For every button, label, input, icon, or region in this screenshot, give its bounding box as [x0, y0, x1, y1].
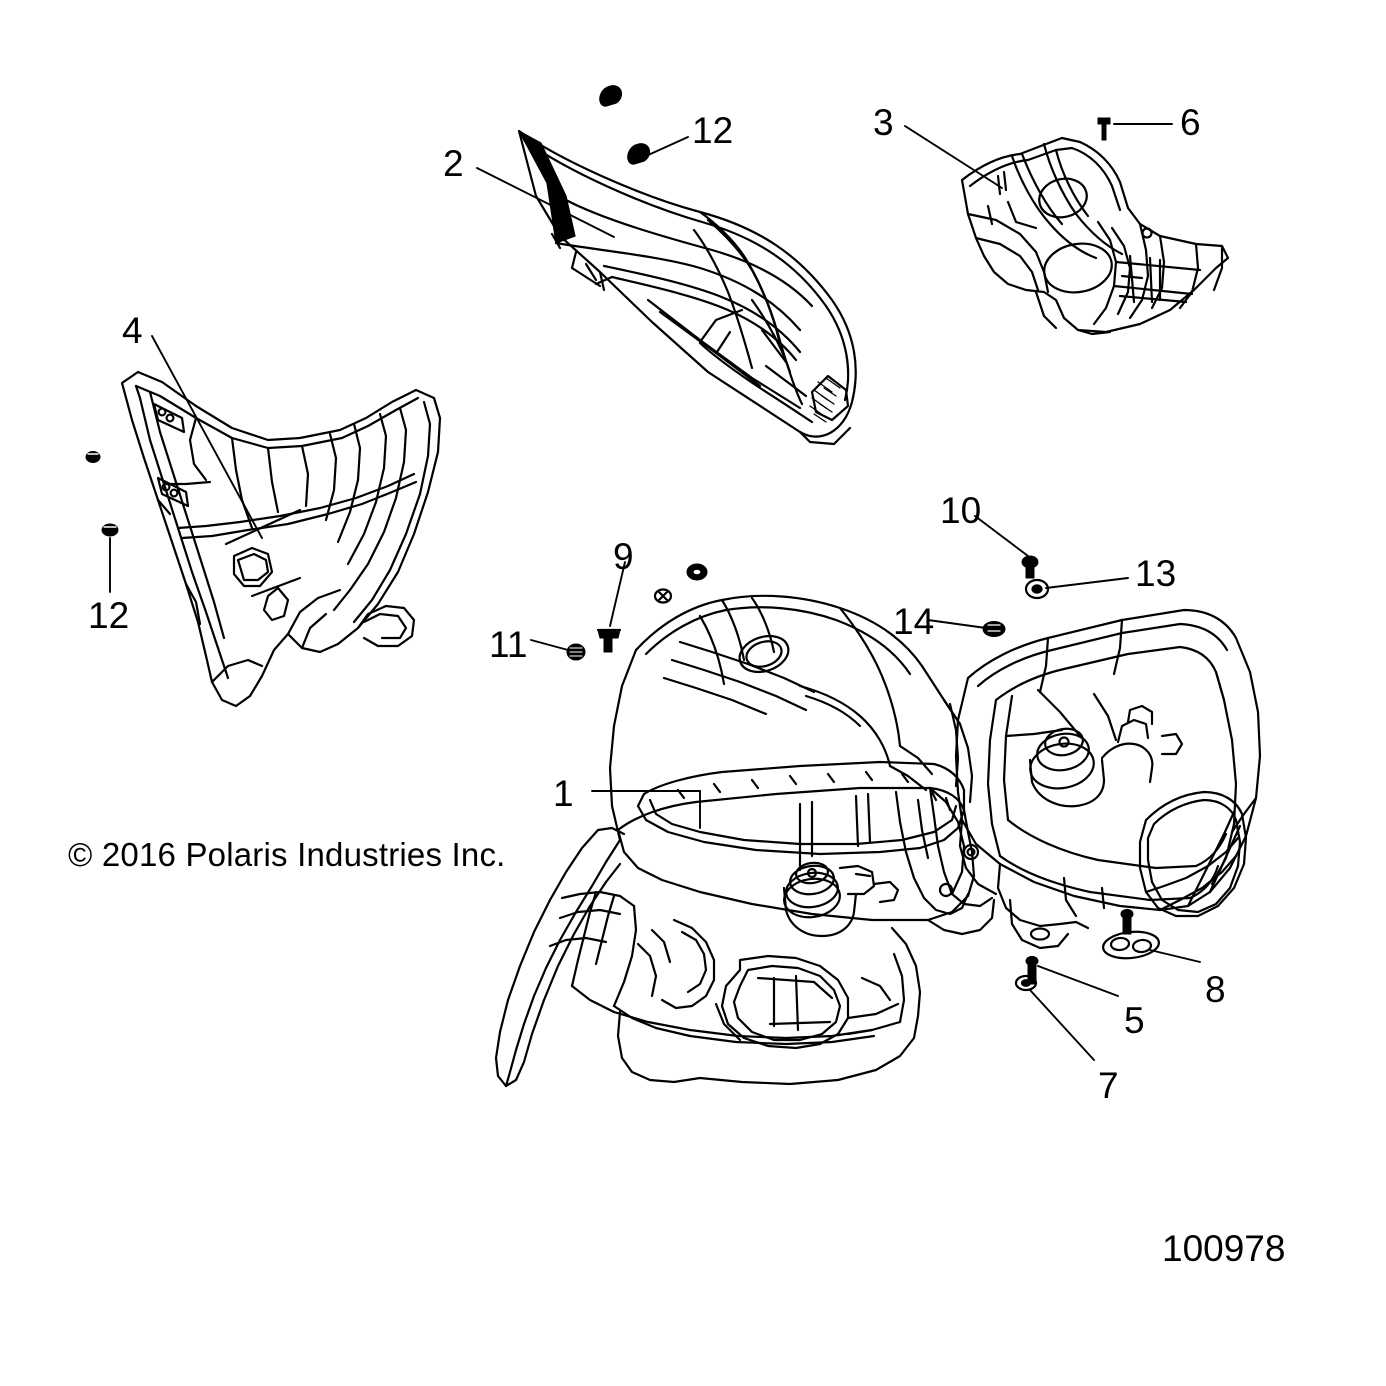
drawing-number: 100978	[1162, 1228, 1286, 1269]
callout-3: 3	[873, 102, 894, 143]
callout-11: 11	[489, 624, 528, 665]
callout-7: 7	[1098, 1065, 1119, 1106]
callout-9: 9	[613, 536, 634, 577]
fastener-10-screw	[1021, 555, 1039, 579]
leader-13	[1045, 577, 1129, 589]
leader-4	[151, 335, 263, 539]
part-1-right-storage-tub	[954, 608, 1262, 950]
callout-1: 1	[553, 773, 574, 814]
fastener-12-top-b	[627, 143, 651, 165]
fastener-8-bolt	[1120, 908, 1134, 935]
leader-9	[609, 561, 626, 627]
callout-12-left: 12	[88, 595, 130, 636]
callout-2: 2	[443, 143, 464, 184]
leader-11	[530, 639, 569, 651]
copyright-notice: © 2016 Polaris Industries Inc.	[68, 836, 506, 873]
callout-4: 4	[122, 310, 143, 351]
leader-8	[1149, 949, 1201, 963]
fastener-clip-small	[653, 588, 673, 604]
leader-2	[476, 167, 615, 238]
callout-5: 5	[1124, 1000, 1145, 1041]
fastener-14-nut	[982, 621, 1006, 637]
fastener-12-left-a	[85, 451, 101, 463]
leader-lines	[109, 123, 1201, 1061]
leader-7	[1029, 989, 1095, 1061]
callout-12-top: 12	[692, 110, 734, 151]
callout-13: 13	[1135, 553, 1177, 594]
part-3-console-tray	[960, 136, 1230, 336]
part-1-left-bracket-arms	[894, 786, 970, 916]
fastener-7-washer	[1014, 974, 1038, 992]
fastener-12-left-b	[101, 523, 119, 537]
fastener-11-knurled-nut	[566, 643, 586, 661]
fastener-12-top	[599, 85, 623, 107]
leader-14	[927, 619, 987, 629]
callout-8: 8	[1205, 969, 1226, 1010]
leader-10	[974, 515, 1029, 557]
leader-12-top	[645, 136, 689, 157]
callout-10: 10	[940, 490, 982, 531]
fastener-13-washer	[1024, 578, 1050, 600]
fastener-6-screw	[1097, 117, 1111, 141]
part-2-hood-panel	[517, 129, 857, 446]
fastener-9-push-rivet	[596, 628, 622, 653]
callout-6: 6	[1180, 102, 1201, 143]
leader-5	[1037, 965, 1119, 997]
part-1-front-cab-assembly	[494, 594, 996, 1088]
fastener-grommet-small	[686, 563, 708, 581]
callout-14: 14	[893, 601, 935, 642]
leader-3	[904, 125, 1003, 189]
part-4-side-panel	[120, 370, 442, 708]
